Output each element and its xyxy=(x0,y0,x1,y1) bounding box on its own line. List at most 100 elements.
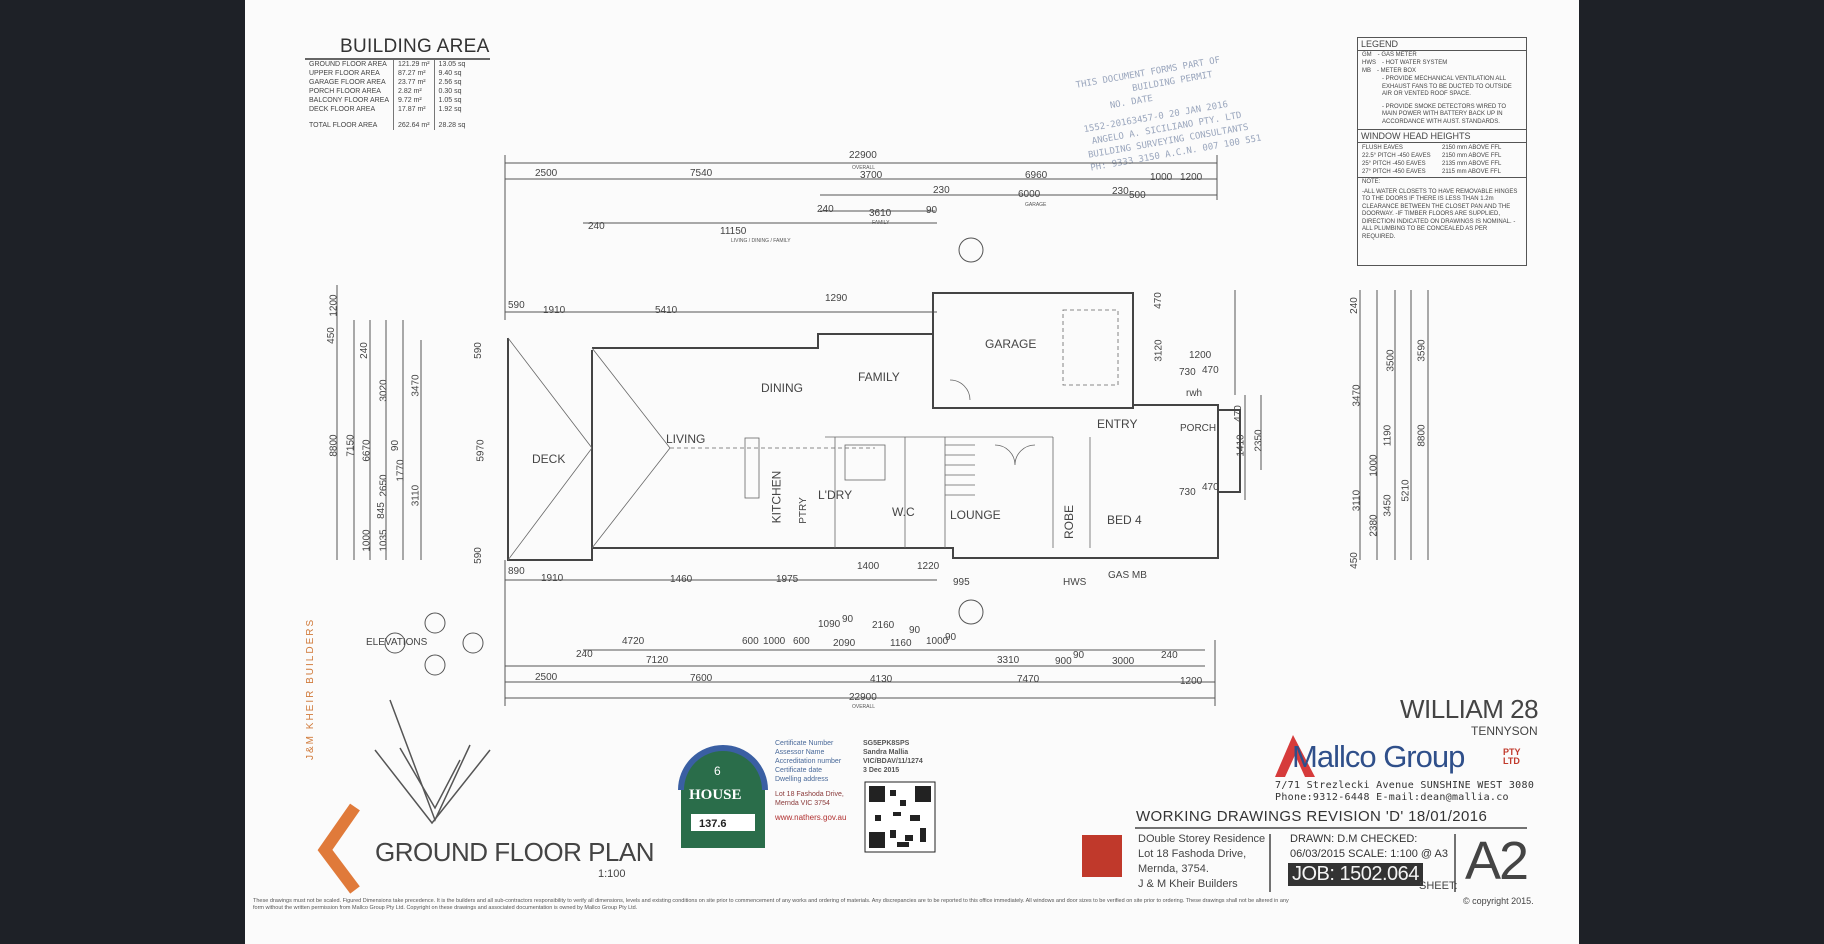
dim-label: 1975 xyxy=(776,574,799,585)
area-label: DECK FLOOR AREA xyxy=(305,105,395,114)
dim-label: 3020 xyxy=(378,379,390,402)
bdav-logo xyxy=(1082,835,1122,877)
dim-label: 90 xyxy=(1073,650,1085,661)
area-label: GROUND FLOOR AREA xyxy=(305,60,395,69)
area-label: PORCH FLOOR AREA xyxy=(305,87,395,96)
dim-label: 450 xyxy=(325,327,337,344)
dim-label: 995 xyxy=(953,577,970,588)
dim-label: 1410 xyxy=(1235,434,1247,457)
dim-label: 470 xyxy=(1232,405,1244,422)
dim-label: 230 xyxy=(933,185,950,196)
dim-label: 3470 xyxy=(410,374,422,397)
dim-sublabel: OVERALL xyxy=(852,704,876,710)
date-scale: 06/03/2015 SCALE: 1:100 @ A3 xyxy=(1290,848,1448,860)
dim-label: 1160 xyxy=(890,638,912,649)
dim-label: 7120 xyxy=(646,655,669,666)
elevations-label: ELEVATIONS xyxy=(366,637,428,648)
dim-label: 240 xyxy=(576,649,593,660)
dim-label: 230 xyxy=(1112,186,1129,197)
dim-label: 5970 xyxy=(475,439,487,462)
legend-code: MB xyxy=(1362,68,1371,74)
company-address: 7/71 Strezlecki Avenue SUNSHINE WEST 308… xyxy=(1275,780,1535,791)
dim-label: 1190 xyxy=(1382,424,1394,447)
plan-scale: 1:100 xyxy=(598,868,626,880)
legend-code: GM xyxy=(1362,52,1372,58)
room-family: FAMILY xyxy=(858,370,900,384)
dim-label: 1200 xyxy=(1189,350,1212,361)
dim-label: 470 xyxy=(1202,365,1219,376)
dim-label: 1000 xyxy=(763,636,786,647)
window-key: 22.5° PITCH -450 EAVES xyxy=(1362,153,1431,159)
sheet-number: A2 xyxy=(1465,831,1529,891)
legend-item: HWS- HOT WATER SYSTEM xyxy=(1358,59,1526,67)
area-m2: 2.82 m² xyxy=(393,87,435,96)
company-contact: Phone:9312-6448 E-mail:dean@mallia.co xyxy=(1275,792,1509,803)
company-pty: PTY LTD xyxy=(1503,747,1521,766)
area-sq: 13.05 sq xyxy=(438,61,466,68)
dim-label: 7540 xyxy=(690,168,713,179)
dim-label: 240 xyxy=(588,221,605,232)
area-label: BALCONY FLOOR AREA xyxy=(305,96,395,105)
area-sq: 1.92 sq xyxy=(438,106,462,113)
dim-label: 7470 xyxy=(1017,674,1040,685)
dim-label: 470 xyxy=(1152,292,1164,309)
model-subtitle: TENNYSON xyxy=(1471,724,1538,738)
dim-label: 90 xyxy=(945,632,957,643)
area-label: GARAGE FLOOR AREA xyxy=(305,78,395,87)
dim-sublabel: FAMILY xyxy=(872,220,890,226)
certificate-labels: Certificate Number Assessor Name Accredi… xyxy=(775,740,842,783)
floor-plan-drawing xyxy=(317,155,1527,894)
dim-label: 590 xyxy=(472,342,484,359)
legend-text: - HOT WATER SYSTEM xyxy=(1382,60,1448,66)
room-porch: PORCH xyxy=(1180,423,1217,434)
dim-label: 90 xyxy=(842,614,854,625)
dim-label: 22900 xyxy=(849,692,877,703)
dim-label: 900 xyxy=(1055,656,1072,667)
dim-label: 6960 xyxy=(1025,170,1048,181)
dim-label: 845 xyxy=(375,502,387,519)
dim-label: 3110 xyxy=(1351,489,1363,512)
qr-code xyxy=(864,781,936,853)
dim-label: 1000 xyxy=(1368,454,1380,477)
dim-label: 22900 xyxy=(849,150,877,161)
window-value: 2115 mm ABOVE FFL xyxy=(1442,169,1501,175)
dim-label: 7150 xyxy=(345,434,357,457)
dim-label: 1460 xyxy=(670,574,693,585)
area-label: UPPER FLOOR AREA xyxy=(305,69,395,78)
dim-label: 1090 xyxy=(818,619,841,630)
dim-label: 1910 xyxy=(541,573,564,584)
drawn-checked: DRAWN: D.M CHECKED: xyxy=(1290,833,1418,845)
dim-label: 2500 xyxy=(535,168,558,179)
area-sq: 2.56 sq xyxy=(438,79,462,86)
dim-label: 730 xyxy=(1179,487,1196,498)
dim-label: 3500 xyxy=(1385,349,1397,372)
dim-label: 3110 xyxy=(410,484,422,507)
building-area-title: BUILDING AREA xyxy=(340,36,490,57)
plan-title: GROUND FLOOR PLAN xyxy=(375,837,655,867)
dim-label: 590 xyxy=(472,547,484,564)
dim-label: 3470 xyxy=(1351,384,1363,407)
area-m2: 23.77 m² xyxy=(393,78,435,87)
dim-label: 470 xyxy=(1202,482,1219,493)
window-value: 2135 mm ABOVE FFL xyxy=(1442,161,1502,167)
room-laundry: L'DRY xyxy=(818,488,853,502)
area-label: TOTAL FLOOR AREA xyxy=(305,114,395,130)
window-value: 2150 mm ABOVE FFL xyxy=(1442,153,1502,159)
building-area-underline xyxy=(305,58,490,60)
legend-note-title: NOTE: xyxy=(1362,179,1381,185)
room-deck: DECK xyxy=(532,452,566,466)
dim-label: 3120 xyxy=(1153,339,1165,362)
dim-label: 1035 xyxy=(378,529,390,552)
dim-label: 1770 xyxy=(395,459,407,482)
dim-label: 1200 xyxy=(1180,172,1203,183)
dim-label: 2380 xyxy=(1368,514,1380,537)
room-entry: ENTRY xyxy=(1097,417,1138,431)
company-name: Mallco Group xyxy=(1292,739,1465,774)
dim-label: 1200 xyxy=(328,294,340,317)
builder-logo-chevron xyxy=(317,803,360,894)
dim-sublabel: LIVING / DINING / FAMILY xyxy=(731,238,791,244)
